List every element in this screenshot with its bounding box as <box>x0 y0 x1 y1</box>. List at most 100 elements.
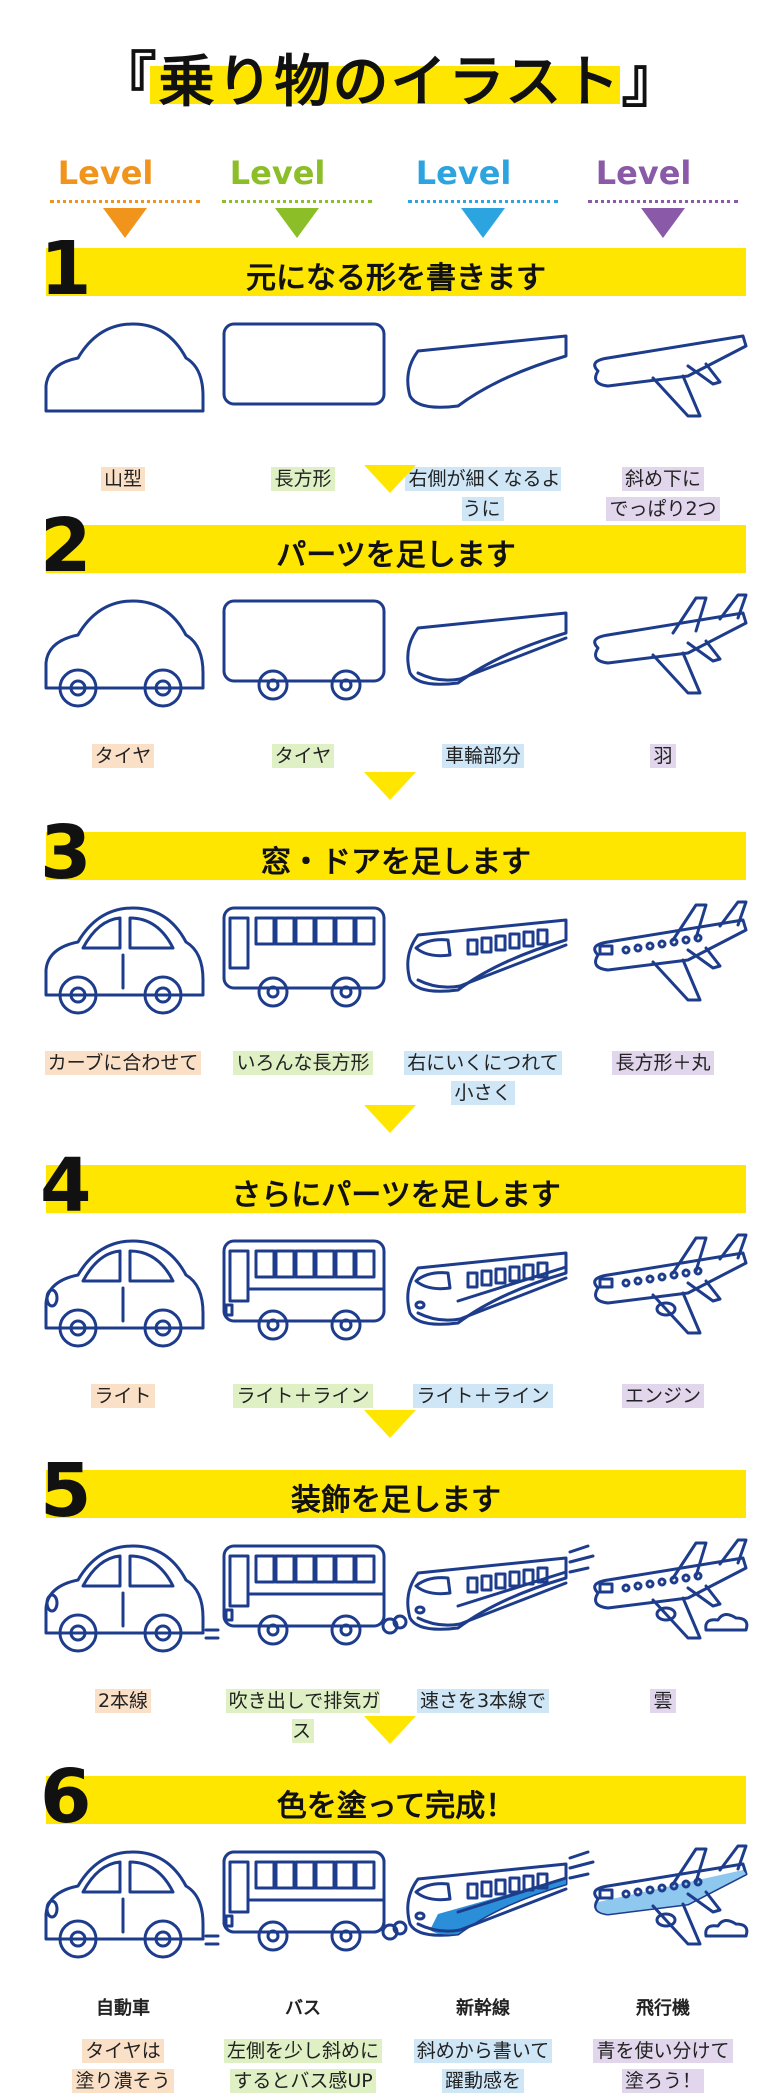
step-2-number: 2 <box>40 503 92 589</box>
caption-line: するとバス感UP <box>230 2069 376 2093</box>
caption-line: 青を使い分けて <box>593 2039 733 2063</box>
level-number: 1 <box>154 129 193 199</box>
step-1-caption-train: 右側が細くなるように <box>398 464 568 524</box>
caption-line: 小さく <box>451 1081 515 1105</box>
step-1-next-arrow-icon <box>364 465 416 493</box>
step-3-bus-illustration <box>222 906 386 1008</box>
step-5-caption-train: 速さを3本線で <box>398 1686 568 1716</box>
caption-line: 雲 <box>650 1689 676 1713</box>
caption-line: 車輪部分 <box>441 744 524 768</box>
caption-line: ライト <box>91 1384 155 1408</box>
title-highlight <box>150 66 620 104</box>
step-2-bus-illustration <box>222 599 386 701</box>
step-5-title: 装飾を足します <box>291 1483 501 1518</box>
step-5-caption-plane: 雲 <box>578 1686 748 1716</box>
level-dotted-line <box>222 200 372 203</box>
step-3-banner <box>46 832 746 880</box>
caption-line: 山型 <box>100 467 145 491</box>
level-number: 2 <box>326 129 365 199</box>
level-word: Level <box>595 154 692 192</box>
step-5-banner <box>46 1470 746 1518</box>
caption-line: カーブに合わせて <box>44 1051 202 1075</box>
step-1-caption-bus: 長方形 <box>218 464 388 494</box>
step-2-car-illustration <box>44 599 205 708</box>
caption-line: いろんな長方形 <box>233 1051 373 1075</box>
caption-line: 吹き出しで排気ガス <box>225 1689 381 1743</box>
step-3-plane-illustration <box>593 900 748 1002</box>
caption-line: 躍動感を <box>441 2069 524 2093</box>
caption-line: 長方形 <box>271 467 335 491</box>
step-4-caption-train: ライト＋ライン <box>398 1381 568 1411</box>
step-2-train-illustration <box>406 611 568 686</box>
level-dotted-line <box>408 200 558 203</box>
caption-line: タイヤ <box>271 744 335 768</box>
caption-line: 長方形＋丸 <box>612 1051 714 1075</box>
step-2-caption-plane: 羽 <box>578 741 748 771</box>
step-1-title: 元になる形を書きます <box>246 261 546 296</box>
step-5-plane-illustration <box>593 1538 749 1640</box>
step-2-caption-car: タイヤ <box>38 741 208 771</box>
level-1-label: Level1 <box>50 129 200 203</box>
caption-line: 2本線 <box>94 1689 152 1713</box>
step-4-caption-car: ライト <box>38 1381 208 1411</box>
level-1-arrow-icon <box>103 208 147 238</box>
step-2-title: パーツを足します <box>276 538 516 573</box>
title-text: 乗り物のイラスト <box>158 50 622 115</box>
vehicle-name-plane: 飛行機 <box>636 1998 690 2019</box>
caption-line: 塗ろう！ <box>621 2069 704 2093</box>
page-title: 『乗り物のイラスト』 <box>0 32 780 119</box>
caption-line: 羽 <box>650 744 676 768</box>
step-6-car-illustration <box>44 1850 220 1959</box>
level-word: Level <box>57 154 154 192</box>
step-2-caption-train: 車輪部分 <box>398 741 568 771</box>
step-3-caption-plane: 長方形＋丸 <box>578 1048 748 1078</box>
level-4-label: Level4 <box>588 129 738 203</box>
step-1-banner <box>46 248 746 296</box>
step-1-caption-car: 山型 <box>38 464 208 494</box>
step-3-caption-bus: いろんな長方形 <box>218 1048 388 1078</box>
step-5-bus-illustration <box>222 1544 408 1646</box>
step-1-number: 1 <box>40 226 92 312</box>
caption-line: タイヤ <box>91 744 155 768</box>
caption-line: タイヤは <box>82 2039 164 2063</box>
caption-line: 速さを3本線で <box>416 1689 550 1713</box>
caption-line: 斜めから書いて <box>413 2039 553 2063</box>
step-4-number: 4 <box>40 1143 92 1229</box>
caption-line: 左側を少し斜めに <box>223 2039 382 2063</box>
step-6-plane-illustration <box>593 1844 749 1946</box>
step-6-caption-bus: 左側を少し斜めにするとバス感UP <box>218 2036 388 2096</box>
level-2-arrow-icon <box>275 208 319 238</box>
step-2-banner <box>46 525 746 573</box>
caption-line: ライト＋ライン <box>413 1384 553 1408</box>
step-1-bus-illustration <box>222 322 386 406</box>
title-bracket-open: 『 <box>96 46 159 116</box>
caption-line: 右側が細くなるように <box>405 467 561 521</box>
step-2-next-arrow-icon <box>364 772 416 800</box>
step-5-caption-car: 2本線 <box>38 1686 208 1716</box>
step-3-train-illustration <box>406 918 568 993</box>
step-4-banner <box>46 1165 746 1213</box>
step-3-caption-car: カーブに合わせて <box>38 1048 208 1078</box>
step-4-caption-bus: ライト＋ライン <box>218 1381 388 1411</box>
vehicle-name-bus: バス <box>285 1998 321 2019</box>
step-3-caption-train: 右にいくにつれて小さく <box>398 1048 568 1108</box>
step-4-bus-illustration <box>222 1239 386 1341</box>
step-3-car-illustration <box>44 906 205 1015</box>
title-bracket-close: 』 <box>621 46 684 116</box>
step-1-caption-plane: 斜め下にでっぱり2つ <box>578 464 748 524</box>
level-number: 4 <box>692 129 731 199</box>
step-3-number: 3 <box>40 810 92 896</box>
step-5-number: 5 <box>40 1448 92 1534</box>
step-4-title: さらにパーツを足します <box>231 1178 561 1213</box>
level-4-arrow-icon <box>641 208 685 238</box>
step-5-caption-bus: 吹き出しで排気ガス <box>218 1686 388 1746</box>
level-dotted-line <box>50 200 200 203</box>
step-6-caption-plane: 青を使い分けて塗ろう！ <box>578 2036 748 2096</box>
level-3-label: Level3 <box>408 129 558 203</box>
step-1-plane-illustration <box>593 334 748 418</box>
step-5-car-illustration <box>44 1544 220 1653</box>
step-1-car-illustration <box>44 322 205 413</box>
step-6-train-illustration <box>406 1850 595 1937</box>
level-word: Level <box>415 154 512 192</box>
step-6-banner <box>46 1776 746 1824</box>
